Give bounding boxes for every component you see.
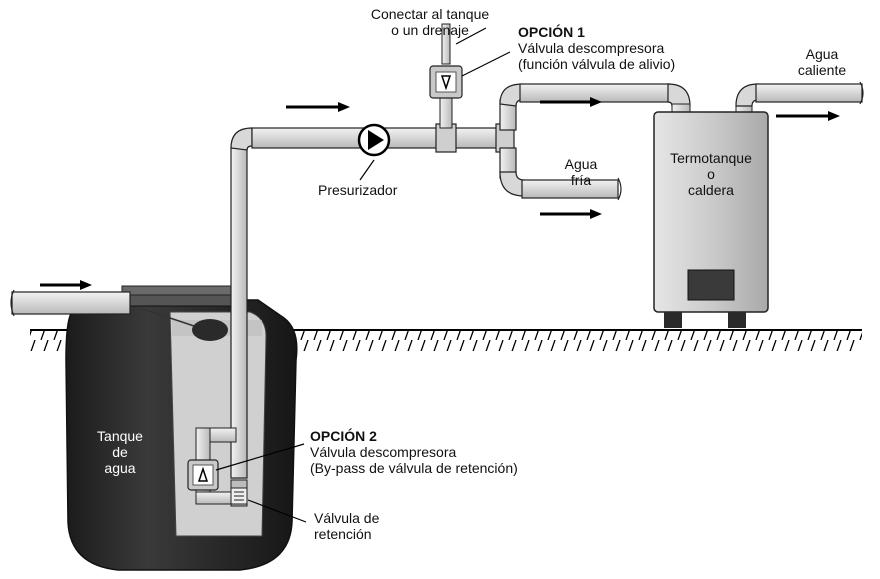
cold-water-label: Agua fría <box>564 156 598 188</box>
flow-arrow-icon <box>540 209 602 219</box>
relief-valve-icon <box>429 65 463 99</box>
flow-arrow-icon <box>40 280 92 290</box>
option1-label: OPCIÓN 1 Válvula descompresora (función … <box>518 24 676 72</box>
cold-branch-pipe <box>499 147 622 201</box>
flow-arrow-icon <box>776 111 840 121</box>
flow-arrow-icon <box>540 97 602 107</box>
hot-water-label: Agua caliente <box>797 46 847 78</box>
check-valve-icon <box>230 487 248 505</box>
check-valve-label: Válvula de retención <box>314 510 380 542</box>
option2-label: OPCIÓN 2 Válvula descompresora (By-pass … <box>310 428 518 476</box>
relief-valve-icon <box>187 459 219 491</box>
pump-icon <box>357 123 391 157</box>
pressurizer-label: Presurizador <box>318 182 398 198</box>
inlet-pipe <box>10 289 131 317</box>
connect-tank-label: Conectar al tanque o un drenaje <box>370 6 490 38</box>
water-tank-label: Tanque de agua <box>97 428 143 476</box>
leader-lines <box>215 27 511 523</box>
heater-label: Termotanque o caldera <box>670 150 752 198</box>
flow-arrow-icon <box>286 102 350 112</box>
water-heater <box>653 111 769 328</box>
hot-water-outlet-pipe <box>735 81 864 115</box>
